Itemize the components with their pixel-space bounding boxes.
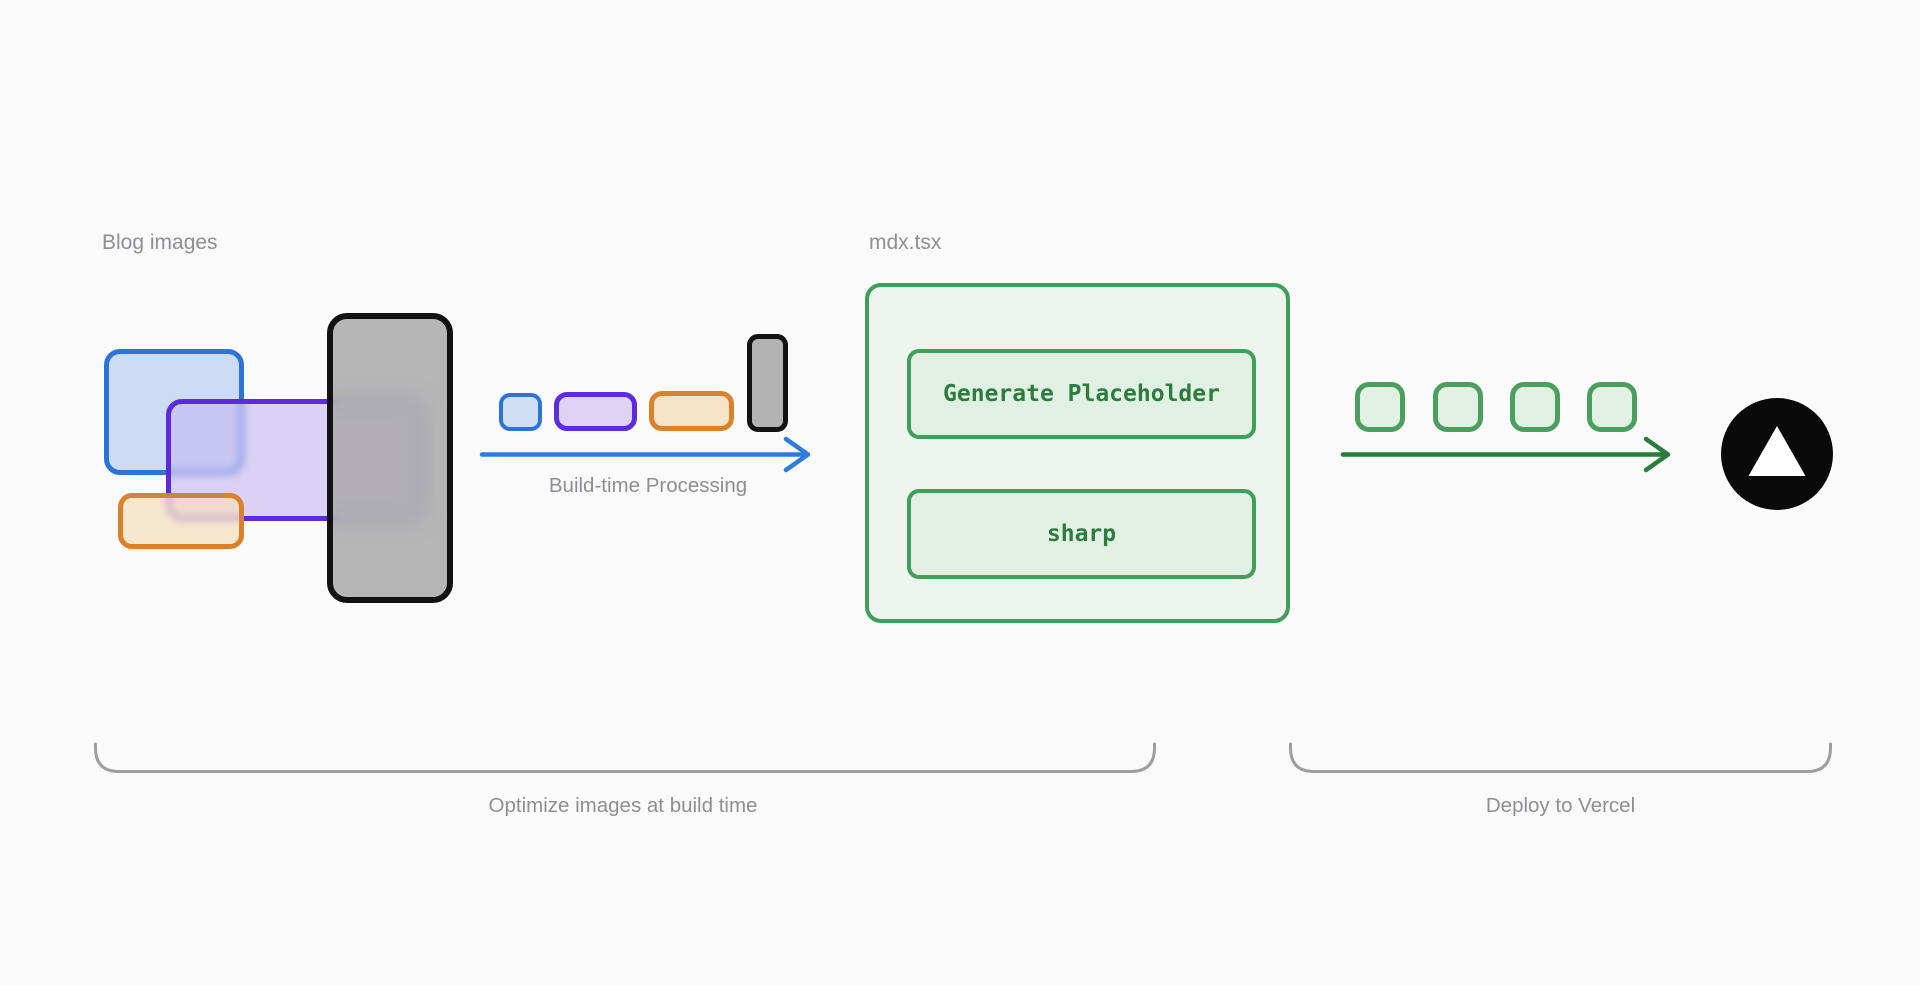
thumbnail-gray [747,334,788,432]
thumbnail-orange [649,391,734,431]
blog-images-label: Blog images [102,231,218,254]
mdx-tsx-label: mdx.tsx [869,231,942,254]
generate-placeholder-step: Generate Placeholder [907,349,1256,439]
vercel-triangle-icon [1748,426,1806,476]
vercel-logo [1721,398,1833,510]
build-arrow-icon [479,436,811,473]
sharp-step: sharp [907,489,1256,579]
blog-image-orange [118,493,244,549]
deploy-artifact-1 [1355,382,1405,432]
blog-image-gray [327,313,453,603]
deploy-artifact-4 [1587,382,1637,432]
optimize-bracket [94,742,1156,773]
deploy-caption: Deploy to Vercel [1485,794,1636,817]
build-time-processing-label: Build-time Processing [548,474,748,497]
mdx-processing-box: Generate Placeholder sharp [865,283,1290,623]
deploy-arrow-icon [1340,436,1671,473]
thumbnail-purple [554,392,637,431]
deploy-artifact-2 [1433,382,1483,432]
thumbnail-blue [499,393,542,431]
optimize-caption: Optimize images at build time [488,794,758,817]
deploy-artifact-3 [1510,382,1560,432]
deploy-bracket [1289,742,1832,773]
